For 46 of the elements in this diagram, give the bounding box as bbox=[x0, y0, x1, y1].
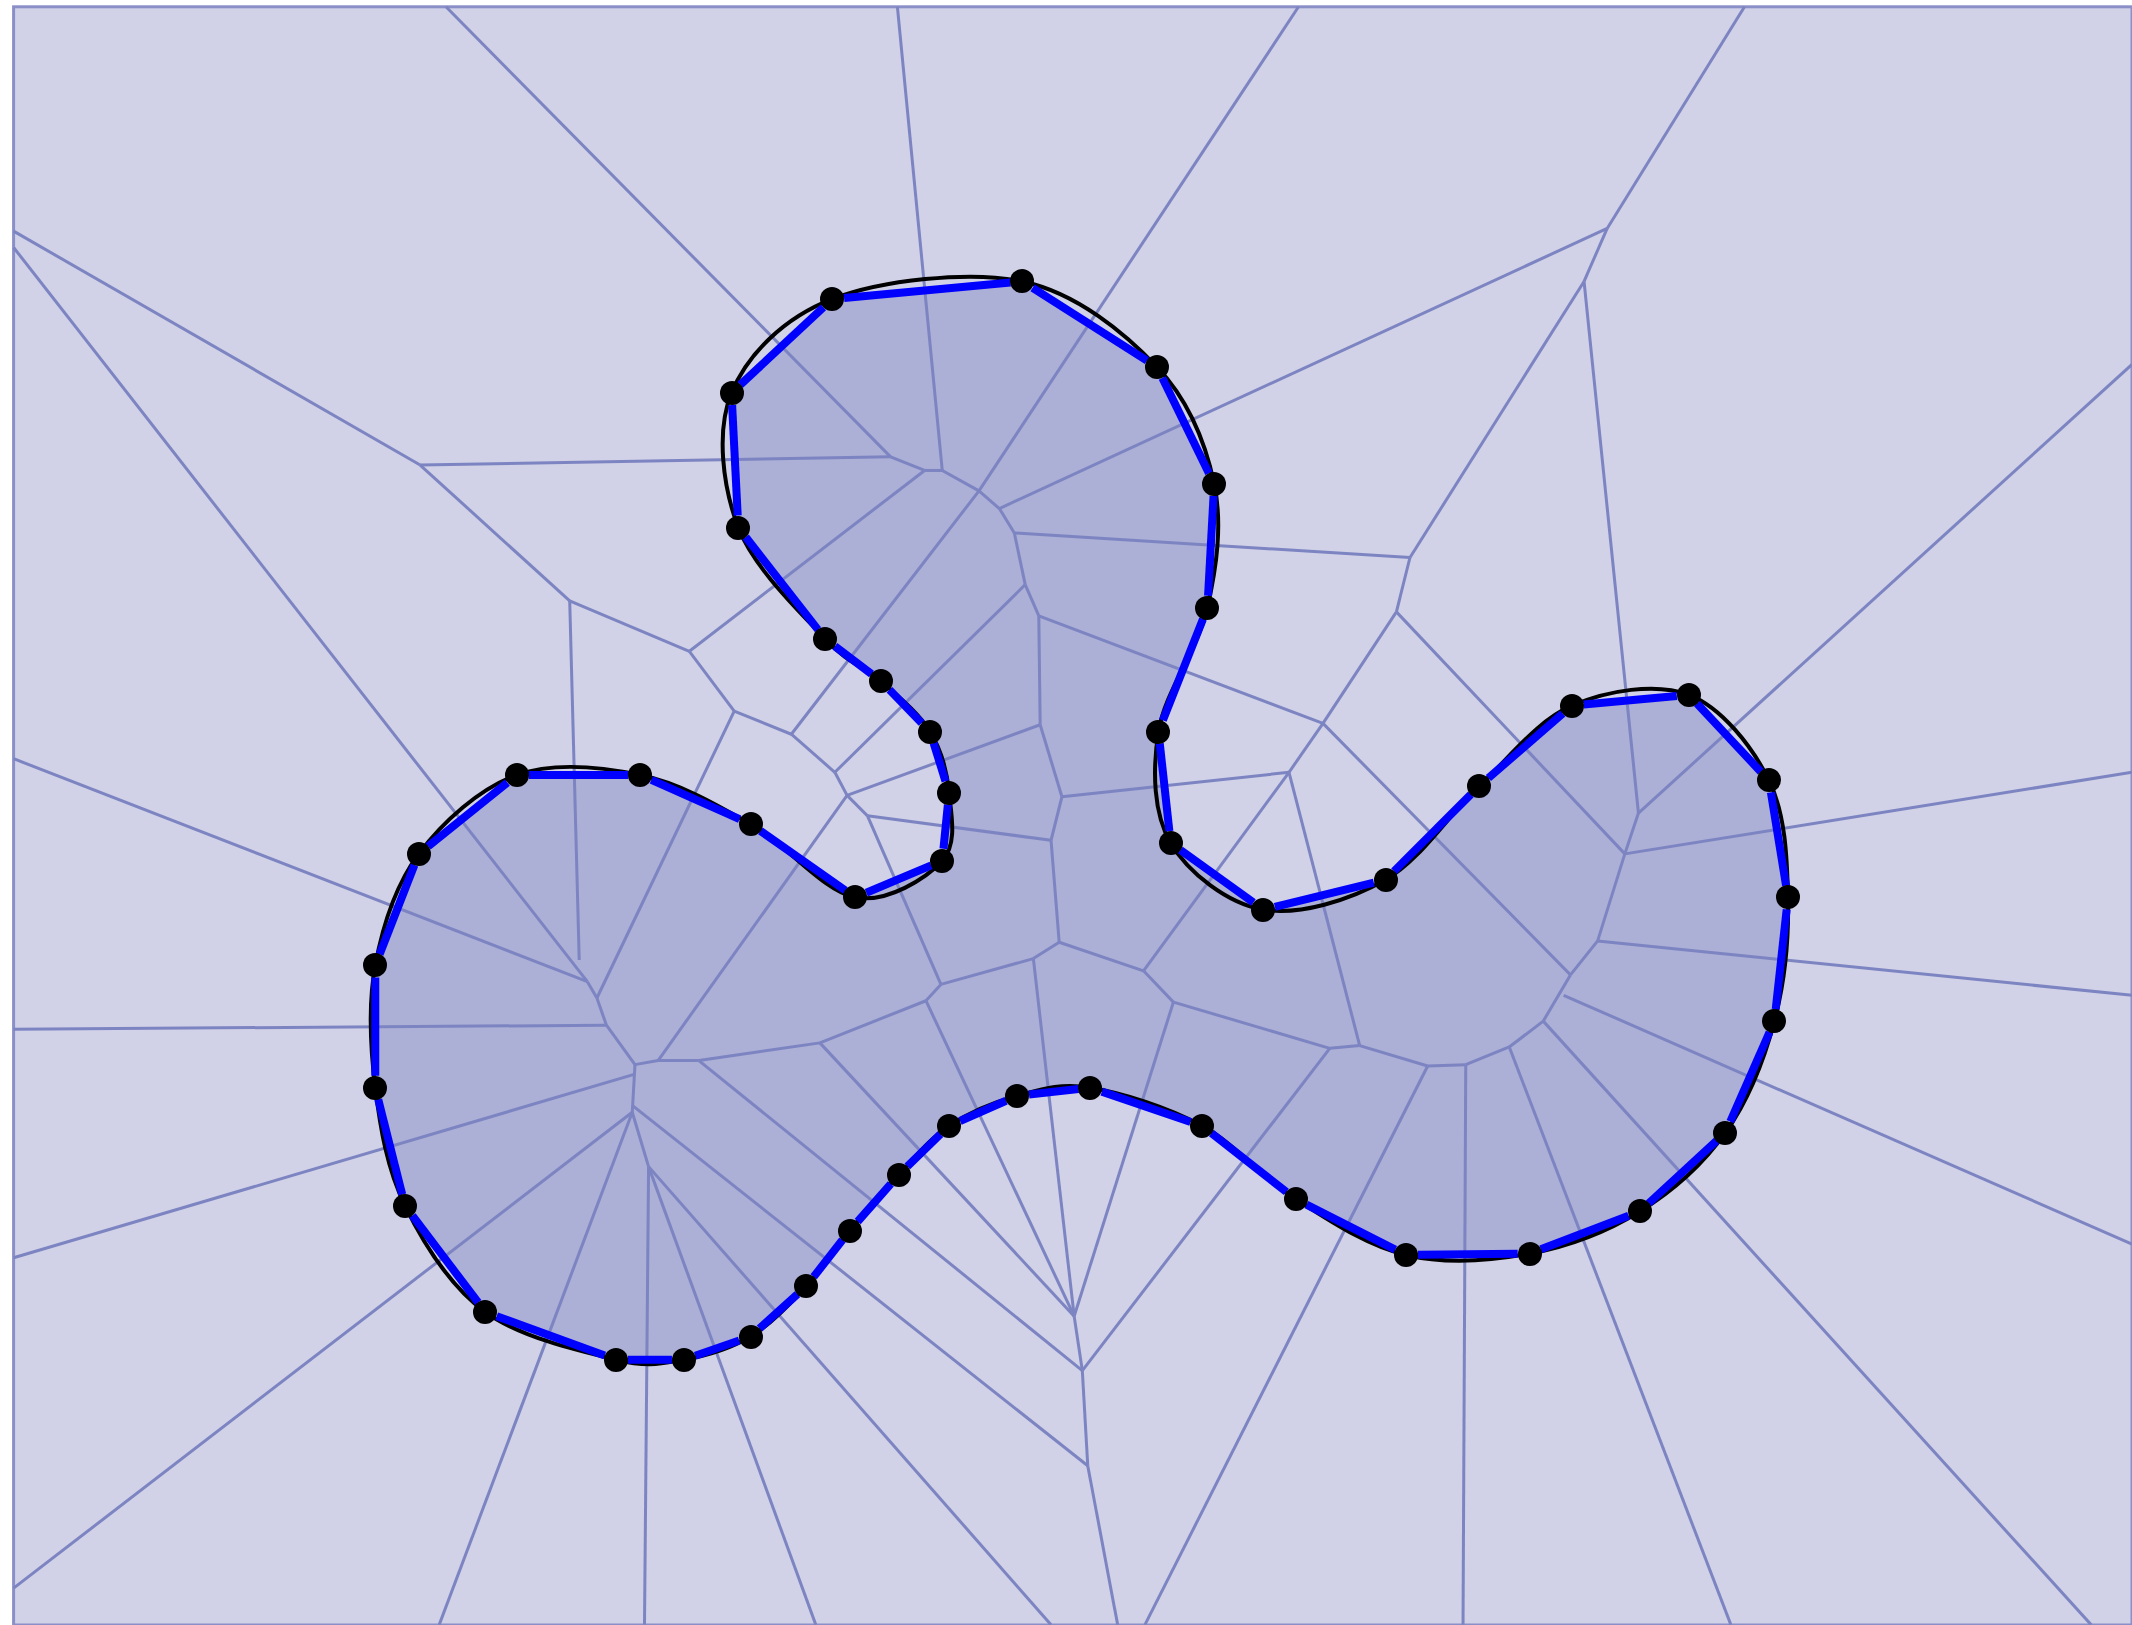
connector-line bbox=[1158, 376, 1213, 476]
connector-line bbox=[886, 687, 925, 726]
connector-line bbox=[371, 977, 380, 1076]
connector-line bbox=[929, 741, 950, 783]
connector-line bbox=[649, 776, 742, 823]
connector-line bbox=[904, 1131, 944, 1170]
connector-line bbox=[758, 827, 848, 894]
connector-line bbox=[375, 863, 419, 956]
connector-line bbox=[1694, 700, 1764, 775]
connector-line bbox=[854, 1181, 894, 1225]
connector-line bbox=[958, 1097, 1008, 1125]
connector-line bbox=[832, 643, 874, 678]
connector-line bbox=[409, 1213, 482, 1305]
connector-line bbox=[528, 771, 629, 780]
connector-line bbox=[1159, 617, 1207, 722]
connector-line bbox=[1030, 284, 1150, 365]
connector-line bbox=[1771, 908, 1791, 1010]
connector-line bbox=[843, 278, 1011, 302]
connector-line bbox=[1766, 791, 1790, 887]
connector-line bbox=[1417, 1249, 1518, 1259]
connector-line bbox=[742, 534, 822, 633]
connector-line bbox=[1155, 743, 1174, 832]
connector-line bbox=[1100, 1087, 1192, 1126]
connector-line bbox=[1645, 1137, 1720, 1207]
connector-line bbox=[495, 1312, 607, 1360]
connector-line bbox=[693, 1336, 741, 1360]
connector-line bbox=[1304, 1201, 1398, 1254]
connector-line bbox=[1539, 1212, 1630, 1254]
connector-line bbox=[756, 1291, 801, 1332]
connector-line bbox=[939, 804, 952, 850]
connector-line bbox=[810, 1237, 846, 1280]
connector-line bbox=[1485, 710, 1566, 782]
connector-line bbox=[1028, 1085, 1079, 1099]
connector-line bbox=[1204, 495, 1218, 596]
connector-line bbox=[1726, 1030, 1774, 1124]
connector-line bbox=[1208, 1130, 1289, 1195]
connector-line bbox=[1391, 791, 1474, 875]
connector-line bbox=[737, 304, 827, 388]
connector-line bbox=[1273, 878, 1375, 911]
connector-line bbox=[1583, 691, 1678, 709]
connector-line bbox=[374, 1098, 407, 1196]
connector-line bbox=[864, 861, 933, 897]
connector-line bbox=[1178, 846, 1256, 906]
connector-line bbox=[425, 779, 510, 850]
connector-line bbox=[627, 1355, 672, 1364]
connector-line bbox=[728, 404, 742, 516]
